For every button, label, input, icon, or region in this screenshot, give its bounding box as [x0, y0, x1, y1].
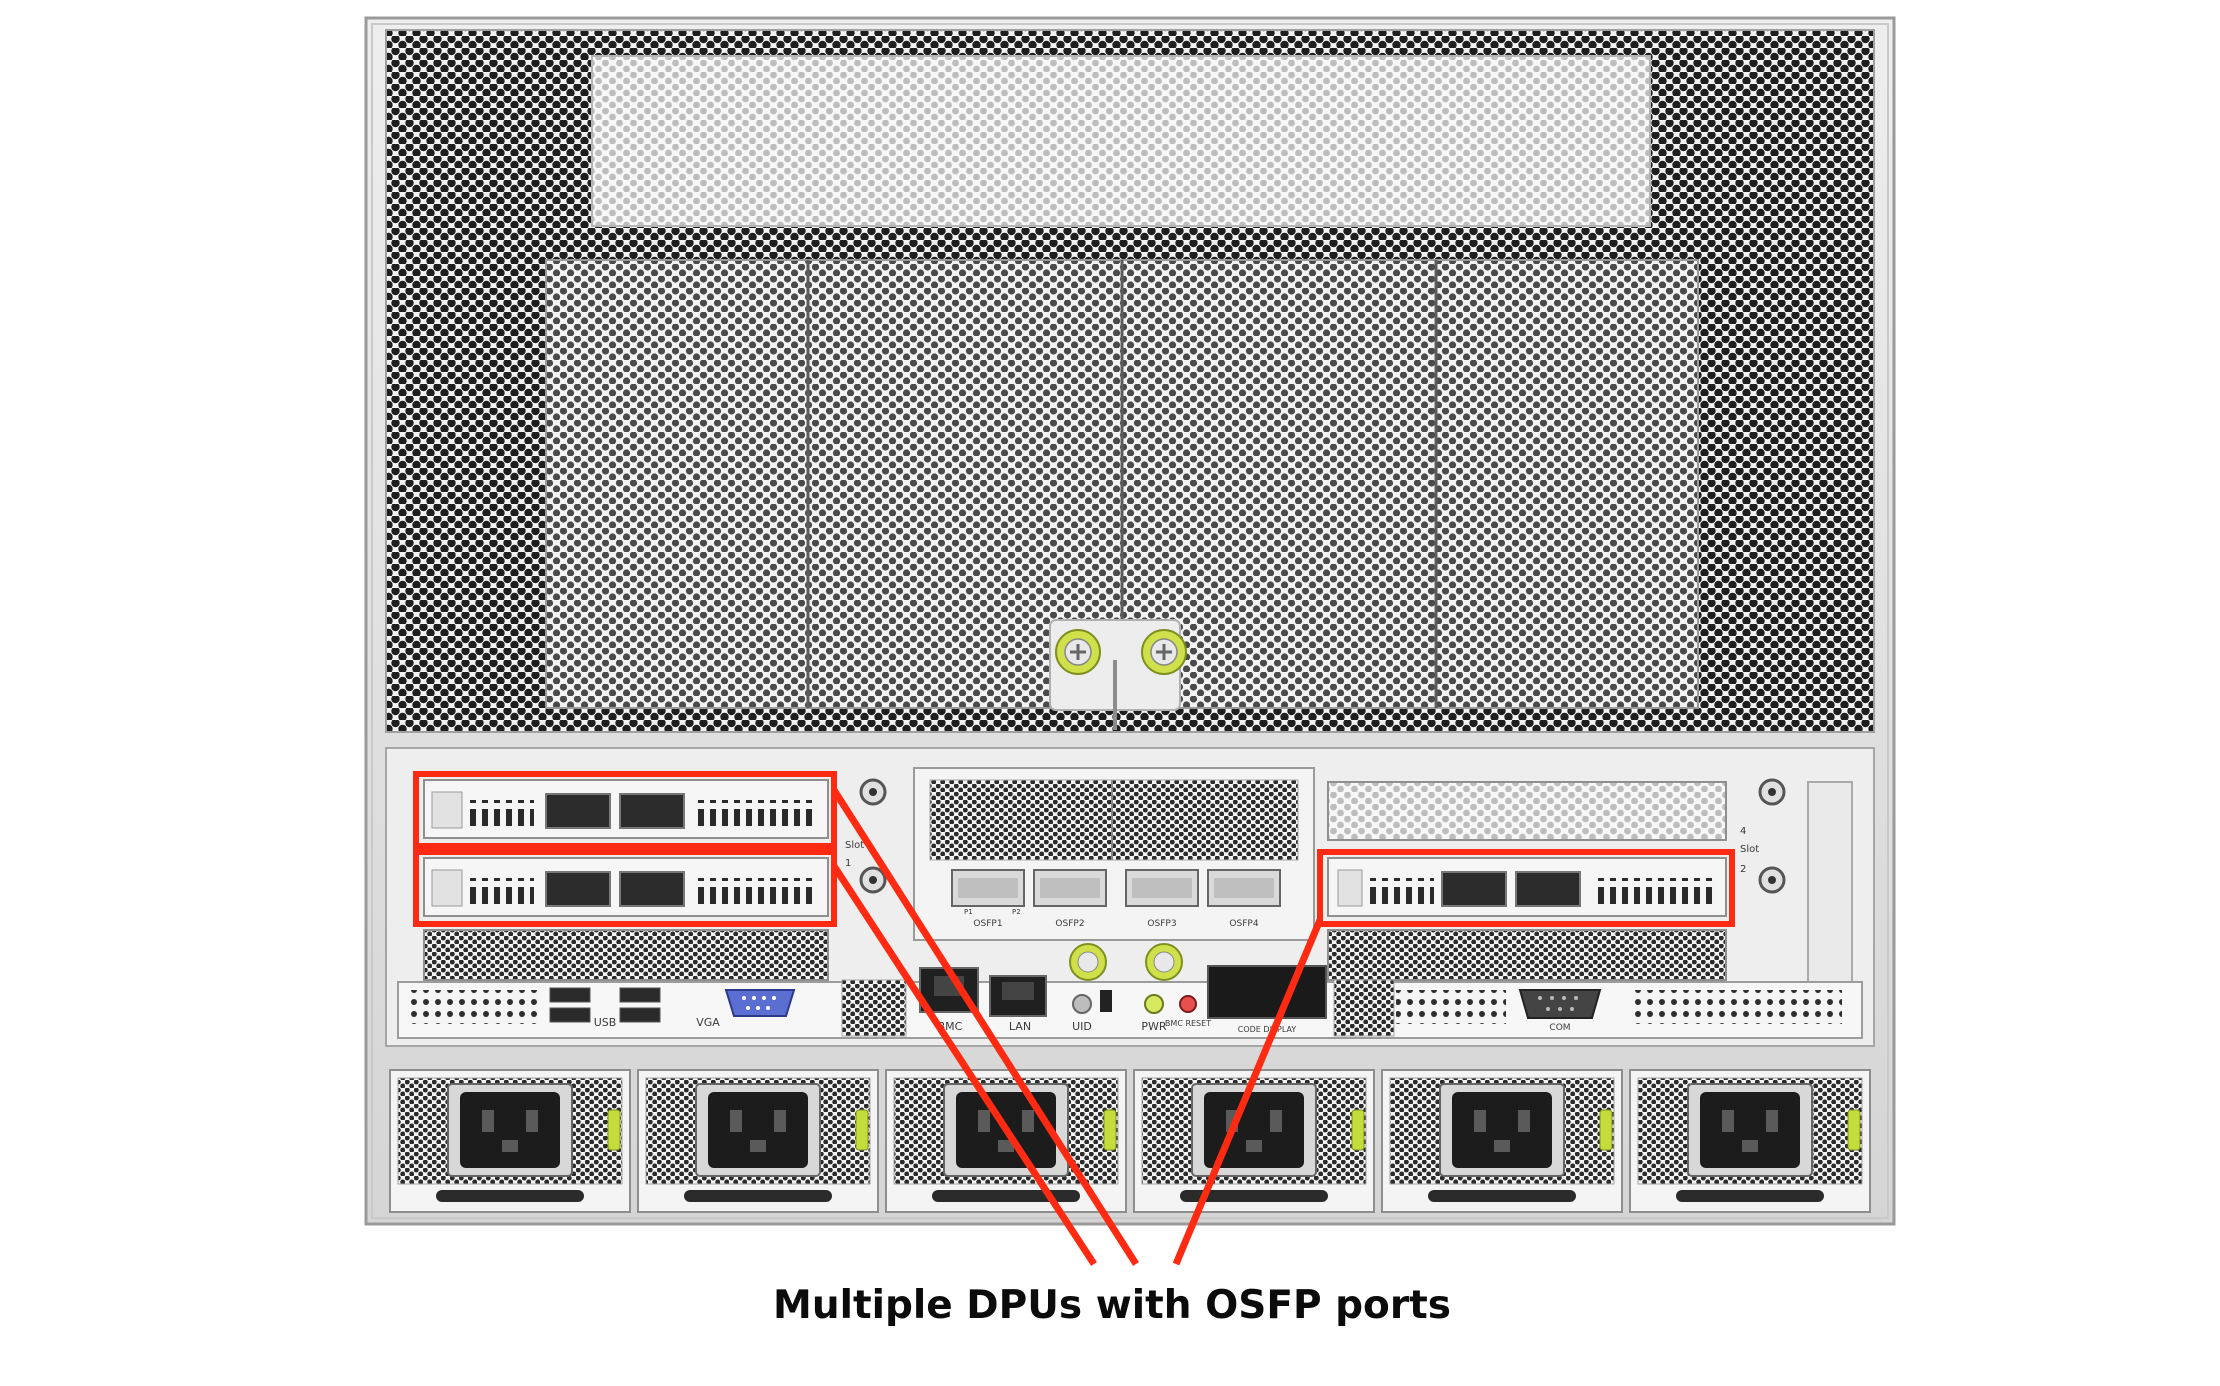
psu-handle[interactable] — [1428, 1190, 1576, 1202]
vga-label: VGA — [696, 1016, 720, 1029]
thumbscrew-icon[interactable] — [1069, 943, 1107, 981]
power-supply-row — [389, 1069, 1871, 1213]
osfp1-label: OSFP1 — [973, 919, 1002, 929]
slot-number-label: 1 — [845, 858, 851, 869]
left-blank-tray — [423, 929, 829, 981]
power-inlet-icon[interactable] — [1439, 1083, 1565, 1177]
thumbscrew-icon[interactable] — [1758, 778, 1786, 806]
highlight-box-right — [1317, 849, 1735, 927]
psu-latch[interactable] — [855, 1109, 869, 1151]
psu-handle[interactable] — [684, 1190, 832, 1202]
osfp-port-3[interactable] — [1125, 869, 1199, 907]
status-led-bar — [1100, 990, 1112, 1012]
power-supply — [1381, 1069, 1623, 1213]
thumbscrew-icon[interactable] — [859, 778, 887, 806]
dpu-card-left-top — [423, 779, 829, 839]
slot-2-label: 2 — [1740, 864, 1746, 875]
top-airflow-grille — [385, 29, 1875, 733]
callout-line — [831, 864, 1097, 1266]
osfp-port[interactable] — [1441, 871, 1507, 907]
usb-port-icon[interactable] — [619, 987, 661, 1023]
osfp-port[interactable] — [619, 793, 685, 829]
code-display-label: CODE DISPLAY — [1238, 1025, 1297, 1034]
port-p2-label: P2 — [1012, 908, 1021, 916]
vga-connector-icon[interactable] — [724, 989, 796, 1017]
osfp4-label: OSFP4 — [1229, 919, 1258, 929]
callout-line — [831, 788, 1139, 1266]
osfp-port[interactable] — [1515, 871, 1581, 907]
lan-label: LAN — [1009, 1020, 1031, 1033]
osfp3-label: OSFP3 — [1147, 919, 1176, 929]
usb-label: USB — [594, 1016, 617, 1029]
power-supply — [1629, 1069, 1871, 1213]
slot-word-label-right: Slot — [1740, 844, 1759, 855]
uid-button[interactable] — [1072, 994, 1092, 1014]
bmc-reset-button[interactable] — [1179, 995, 1197, 1013]
osfp-port-4[interactable] — [1207, 869, 1281, 907]
dpu-center-module: OSFP1 OSFP2 OSFP3 OSFP4 P1 P2 — [913, 767, 1315, 941]
highlight-box-left-top — [413, 771, 837, 849]
usb-port-icon[interactable] — [549, 987, 591, 1023]
code-display — [1207, 965, 1327, 1019]
caption-text: Multiple DPUs with OSFP ports — [773, 1283, 1451, 1328]
dpu-card-right — [1327, 857, 1727, 917]
thumbscrew-icon[interactable] — [1055, 629, 1101, 675]
uid-label: UID — [1072, 1020, 1092, 1033]
psu-latch[interactable] — [1351, 1109, 1365, 1151]
slot-word-label: Slot — [845, 840, 864, 851]
thumbscrew-icon[interactable] — [1758, 866, 1786, 894]
psu-handle[interactable] — [1180, 1190, 1328, 1202]
dpu-card-left-bottom — [423, 857, 829, 917]
osfp2-label: OSFP2 — [1055, 919, 1084, 929]
highlight-box-left-bottom — [413, 849, 837, 927]
thumbscrew-icon[interactable] — [1145, 943, 1183, 981]
vent-block — [841, 979, 907, 1037]
osfp-port-1[interactable] — [951, 869, 1025, 907]
callout-lines — [831, 788, 1324, 1266]
osfp-port[interactable] — [545, 793, 611, 829]
power-supply — [1133, 1069, 1375, 1213]
osfp-port[interactable] — [619, 871, 685, 907]
power-inlet-icon[interactable] — [695, 1083, 821, 1177]
psu-latch[interactable] — [1103, 1109, 1117, 1151]
dpu-highlight-boxes — [413, 771, 1735, 927]
power-supply — [389, 1069, 631, 1213]
power-button[interactable] — [1144, 994, 1164, 1014]
psu-latch[interactable] — [1599, 1109, 1613, 1151]
psu-handle[interactable] — [436, 1190, 584, 1202]
thumbscrew-icon[interactable] — [1141, 629, 1187, 675]
power-inlet-icon[interactable] — [447, 1083, 573, 1177]
psu-handle[interactable] — [932, 1190, 1080, 1202]
pwr-label: PWR — [1141, 1020, 1167, 1033]
callout-line — [1172, 918, 1324, 1266]
serial-connector-icon[interactable] — [1518, 989, 1602, 1019]
psu-handle[interactable] — [1676, 1190, 1824, 1202]
power-inlet-icon[interactable] — [1687, 1083, 1813, 1177]
thumbscrew-icon[interactable] — [859, 866, 887, 894]
slot-4-label: 4 — [1740, 826, 1746, 837]
power-inlet-icon[interactable] — [1191, 1083, 1317, 1177]
bmc-reset-label: BMC RESET — [1165, 1019, 1211, 1028]
osfp-port[interactable] — [545, 871, 611, 907]
vent-block — [1333, 979, 1395, 1037]
com-label: COM — [1549, 1023, 1570, 1033]
psu-latch[interactable] — [1847, 1109, 1861, 1151]
psu-latch[interactable] — [607, 1109, 621, 1151]
right-bracket — [1807, 781, 1853, 983]
rj45-port-icon[interactable] — [989, 975, 1047, 1017]
io-strip — [397, 981, 1863, 1039]
osfp-port-2[interactable] — [1033, 869, 1107, 907]
power-supply — [637, 1069, 879, 1213]
right-blank-tray-top — [1327, 781, 1727, 841]
right-blank-tray-bottom — [1327, 929, 1727, 981]
port-p1-label: P1 — [964, 908, 973, 916]
